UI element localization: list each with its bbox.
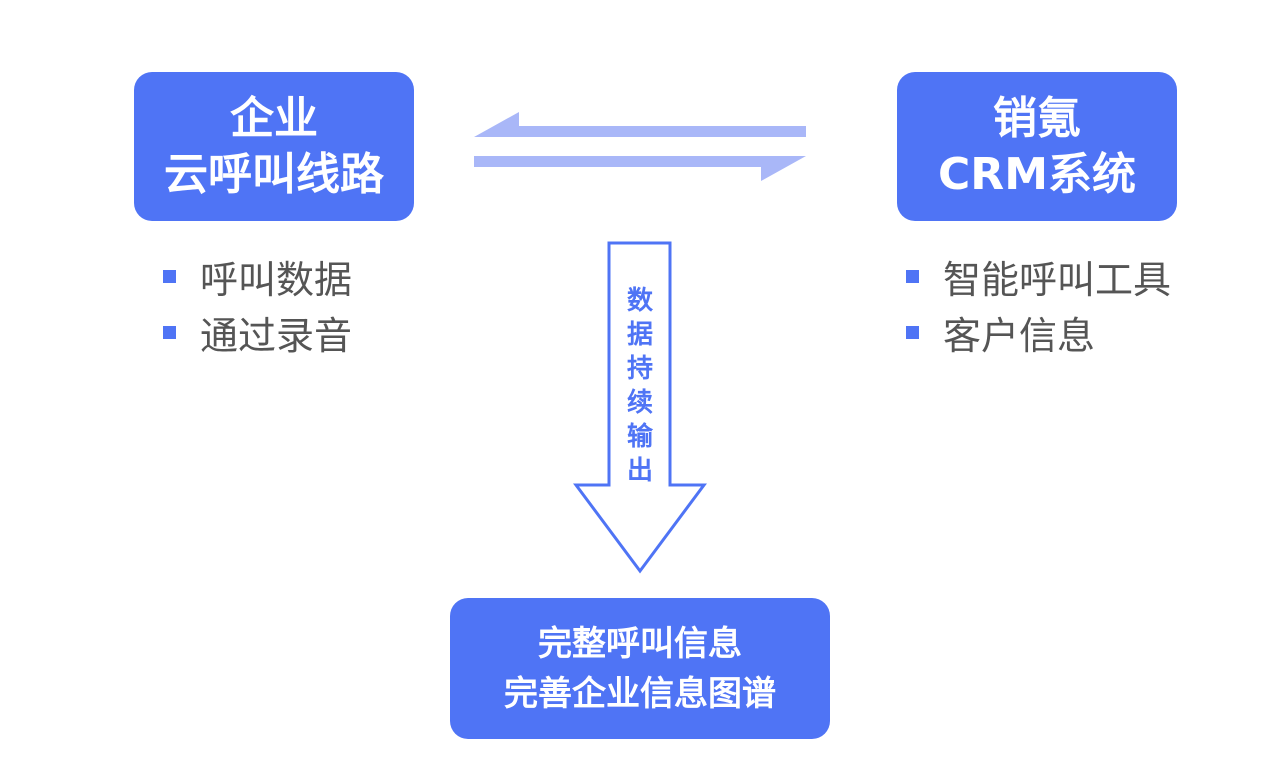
bullet-square-icon (906, 269, 919, 283)
down-arrow (573, 241, 707, 574)
crm-system-box: 销氪 CRM系统 (897, 72, 1177, 221)
right-arrow (474, 156, 806, 181)
bullet-square-icon (163, 325, 176, 339)
box-title: 企业 (230, 92, 318, 144)
label-char: 数 (626, 286, 653, 316)
list-item-label: 客户信息 (943, 313, 1096, 358)
list-item: 通过录音 (163, 304, 352, 360)
enterprise-cloud-line-box: 企业 云呼叫线路 (134, 72, 414, 221)
right-feature-list: 智能呼叫工具 客户信息 (906, 248, 1171, 360)
list-item-label: 通过录音 (200, 313, 353, 358)
list-item: 客户信息 (906, 304, 1171, 360)
left-arrow (474, 112, 806, 137)
box-title: 销氪 (993, 92, 1081, 144)
label-char: 续 (626, 388, 653, 418)
list-item: 呼叫数据 (163, 248, 352, 304)
label-char: 据 (626, 320, 653, 350)
box-title: 完整呼叫信息 (538, 623, 742, 664)
down-arrow-label: 数 据 持 续 输 出 (612, 284, 668, 488)
label-char: 持 (626, 354, 653, 384)
bullet-square-icon (906, 325, 919, 339)
box-subtitle: 完善企业信息图谱 (504, 673, 776, 714)
list-item: 智能呼叫工具 (906, 248, 1171, 304)
label-char: 出 (626, 456, 653, 486)
bullet-square-icon (163, 269, 176, 283)
call-info-output-box: 完整呼叫信息 完善企业信息图谱 (450, 598, 830, 739)
left-feature-list: 呼叫数据 通过录音 (163, 248, 352, 360)
list-item-label: 智能呼叫工具 (943, 257, 1172, 302)
list-item-label: 呼叫数据 (200, 257, 353, 302)
label-char: 输 (626, 422, 653, 452)
box-subtitle: CRM系统 (938, 148, 1136, 200)
box-subtitle: 云呼叫线路 (164, 148, 384, 200)
